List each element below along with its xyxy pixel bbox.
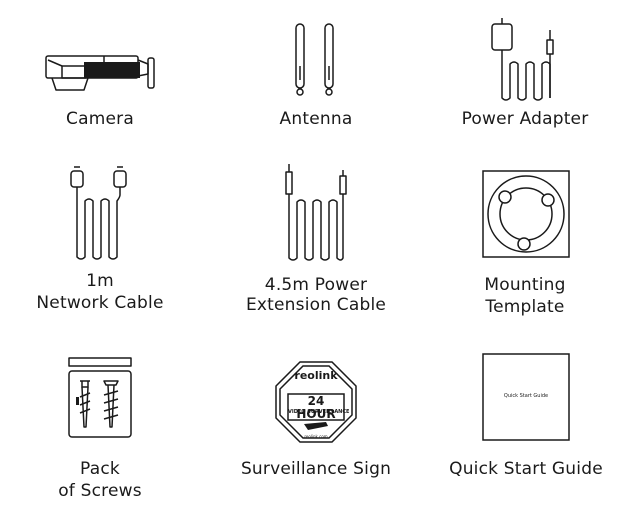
antenna-icon xyxy=(292,22,338,98)
network-cable-icon xyxy=(68,165,130,261)
item-label: Quick Start Guide xyxy=(449,459,603,479)
sign-brand: reolink xyxy=(294,369,338,382)
guide-cover-title: Quick Start Guide xyxy=(503,393,549,399)
quick-start-guide-icon xyxy=(482,353,570,441)
item-label: 1m xyxy=(86,271,114,291)
item-label: Mounting xyxy=(484,275,566,295)
item-label: Network Cable xyxy=(36,293,164,313)
item-label: Power Adapter xyxy=(461,109,589,129)
sign-subline: VIDEO SURVEILLANCE xyxy=(288,409,350,415)
item-label: Pack xyxy=(80,459,120,479)
sign-footer: reolink.com xyxy=(304,434,328,439)
sign-headline: 24 HOUR xyxy=(296,394,336,421)
item-label: Surveillance Sign xyxy=(240,459,392,479)
item-label: Extension Cable xyxy=(245,295,387,315)
surveillance-sign-icon xyxy=(274,360,358,444)
mounting-template-icon xyxy=(482,170,570,258)
camera-icon xyxy=(44,52,156,94)
power-adapter-icon xyxy=(490,18,570,100)
screws-pack-icon xyxy=(68,357,132,439)
extension-cable-icon xyxy=(282,162,352,262)
item-label: Camera xyxy=(66,109,134,129)
item-label: Template xyxy=(485,297,565,317)
item-label: Antenna xyxy=(279,109,353,129)
item-label: 4.5m Power xyxy=(264,275,368,295)
item-label: of Screws xyxy=(58,481,142,501)
